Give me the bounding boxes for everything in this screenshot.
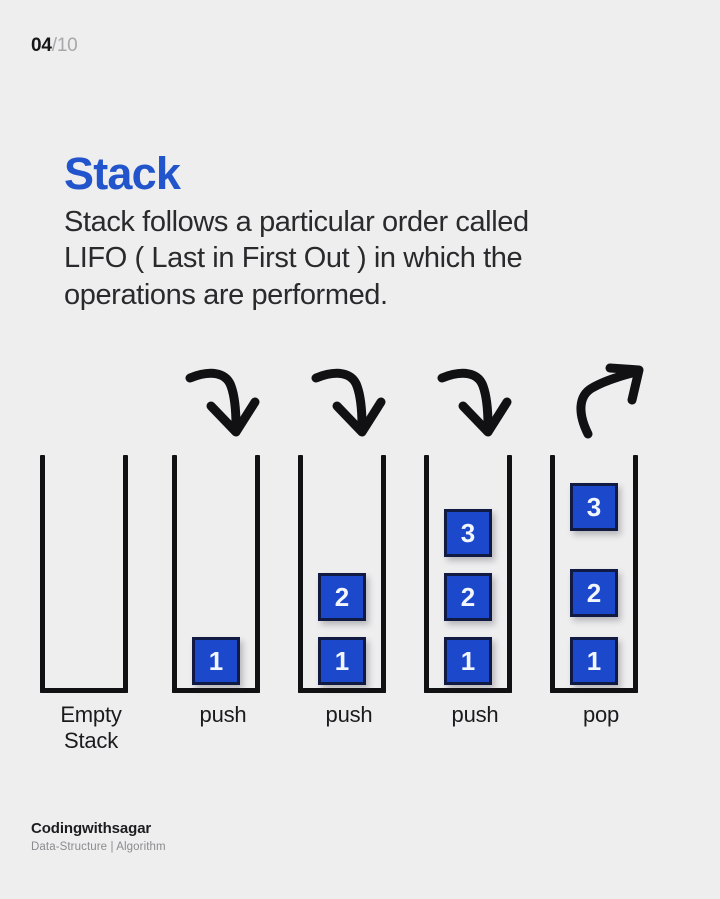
stack-wall-right: [123, 455, 128, 693]
stack-container: 1 2 3: [424, 455, 512, 693]
stack-operation-label: Empty Stack: [60, 702, 122, 753]
stack-wall-right: [381, 455, 386, 693]
arrow-down-icon: [436, 360, 532, 442]
stack-item: 1: [444, 637, 492, 685]
stack-wall-left: [298, 455, 303, 693]
headline-block: Stack Stack follows a particular order c…: [64, 150, 664, 313]
arrow-down-icon: [310, 360, 406, 442]
arrow-down-icon: [184, 360, 280, 442]
stack-item: 2: [444, 573, 492, 621]
footer-brand: Codingwithsagar: [31, 820, 152, 837]
stack-wall-right: [255, 455, 260, 693]
stack-item: 2: [570, 569, 618, 617]
arrow-up-icon: [562, 360, 658, 442]
stack-column-2: 1 push: [160, 360, 286, 760]
stack-column-4: 1 2 3 push: [412, 360, 538, 760]
stack-column-1: Empty Stack: [28, 360, 154, 760]
page-title: Stack: [64, 148, 181, 199]
stack-operation-label: push: [451, 702, 499, 727]
stack-floor: [40, 688, 128, 693]
stack-floor: [298, 688, 386, 693]
stack-wall-left: [550, 455, 555, 693]
stack-wall-left: [424, 455, 429, 693]
stack-item: 1: [318, 637, 366, 685]
stack-item: 1: [570, 637, 618, 685]
stack-item: 1: [192, 637, 240, 685]
footer-tagline: Data-Structure | Algorithm: [31, 841, 166, 853]
footer: Codingwithsagar Data-Structure | Algorit…: [31, 820, 166, 853]
stack-container: 1: [172, 455, 260, 693]
stack-wall-left: [172, 455, 177, 693]
stack-item: 3: [444, 509, 492, 557]
stack-container: 1 2 3: [550, 455, 638, 693]
page-counter: 04/10: [31, 35, 78, 57]
page-counter-total: /10: [51, 35, 78, 56]
stack-floor: [550, 688, 638, 693]
stack-wall-right: [633, 455, 638, 693]
page-description: Stack follows a particular order called …: [64, 205, 529, 311]
stack-item: 2: [318, 573, 366, 621]
stack-wall-left: [40, 455, 45, 693]
stack-operation-label: pop: [582, 702, 620, 727]
stack-operation-label: push: [325, 702, 373, 727]
stack-wall-right: [507, 455, 512, 693]
stack-item: 3: [570, 483, 618, 531]
stack-column-5: 1 2 3 pop: [538, 360, 664, 760]
stack-floor: [172, 688, 260, 693]
stack-operation-label: push: [199, 702, 247, 727]
page-counter-current: 04: [31, 35, 52, 56]
stack-floor: [424, 688, 512, 693]
stack-container: [40, 455, 128, 693]
